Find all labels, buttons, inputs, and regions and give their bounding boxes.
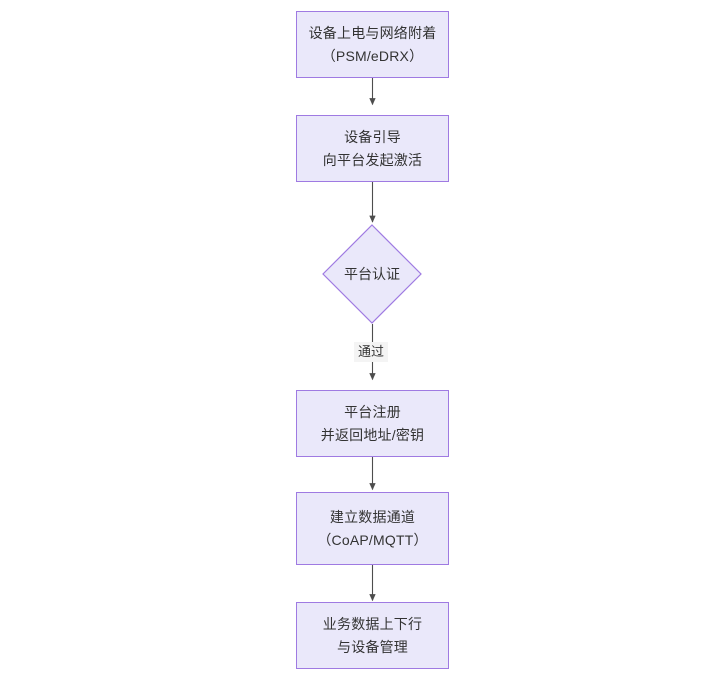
edge-label-pass: 通过 — [354, 342, 389, 362]
node-label-line: 并返回地址/密钥 — [320, 426, 425, 443]
node-label-line: 向平台发起激活 — [322, 151, 423, 168]
node-label-line: 与设备管理 — [337, 638, 408, 655]
node-label-line: （PSM/eDRX） — [321, 47, 424, 64]
node-data-channel[interactable]: 建立数据通道 （CoAP/MQTT） — [296, 492, 449, 565]
node-label-line: 建立数据通道 — [329, 508, 416, 525]
node-device-bootstrap[interactable]: 设备引导 向平台发起激活 — [296, 115, 449, 182]
node-service-data-and-device-management[interactable]: 业务数据上下行 与设备管理 — [296, 602, 449, 669]
node-label-line: 设备引导 — [344, 128, 401, 145]
node-platform-authentication[interactable]: 平台认证 — [322, 224, 422, 324]
node-label-line: 设备上电与网络附着 — [308, 24, 437, 41]
node-label-line: （CoAP/MQTT） — [317, 531, 428, 548]
node-label-line: 平台注册 — [344, 403, 401, 420]
diamond-shape-icon — [322, 224, 422, 324]
node-device-power-on[interactable]: 设备上电与网络附着 （PSM/eDRX） — [296, 11, 449, 78]
node-platform-registration[interactable]: 平台注册 并返回地址/密钥 — [296, 390, 449, 457]
node-label-line: 业务数据上下行 — [322, 615, 423, 632]
node-label-line: 平台认证 — [344, 265, 400, 282]
